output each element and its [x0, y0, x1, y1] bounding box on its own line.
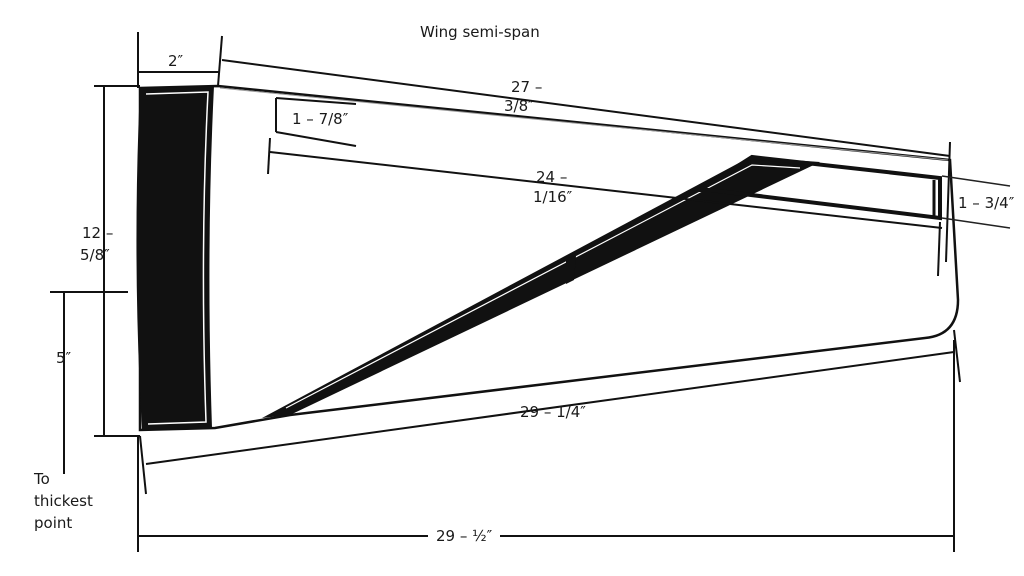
- dim-offset-line-bottom: [275, 131, 357, 147]
- label-thickest: 5″: [56, 349, 72, 367]
- leading-edge-line: [219, 87, 949, 161]
- dim-offset-line-top: [275, 97, 357, 105]
- dim-spar-tick-left: [267, 137, 271, 175]
- dim-te-tick-right: [953, 329, 961, 383]
- label-root-strip-width: 2″: [168, 52, 184, 70]
- root-strip-inner-edge: [145, 91, 209, 425]
- dim-spar-line: [269, 151, 943, 229]
- spar-notch: [566, 256, 576, 284]
- dim-root-strip-tick-right: [217, 35, 223, 87]
- label-le-length-1: 27 –: [511, 78, 542, 96]
- label-te-length: 29 – 1/4″: [520, 403, 586, 421]
- label-thickest-note-3: point: [34, 514, 72, 532]
- dim-le-line: [221, 59, 951, 157]
- dim-te-line: [145, 351, 955, 465]
- dim-le-tick-right: [945, 141, 951, 263]
- wing-outline: [138, 84, 960, 432]
- diagonal-spar: [262, 157, 820, 418]
- label-tip-offset: 1 – 7/8″: [292, 110, 349, 128]
- label-thickest-note-1: To: [33, 470, 50, 488]
- diagram-title: Wing semi-span: [420, 23, 540, 41]
- dim-tip-ext-bottom: [941, 217, 1011, 229]
- label-le-length-2: 3/8″: [504, 97, 534, 115]
- dim-tip-ext-top: [941, 175, 1011, 187]
- tip-spar-box: [693, 154, 942, 221]
- dim-spar-tick-right: [937, 221, 941, 277]
- label-spar-length-2: 1/16″: [533, 188, 573, 206]
- label-root-chord-2: 5/8″: [80, 246, 110, 264]
- root-spar-strip: [136, 86, 214, 430]
- label-thickest-note-2: thickest: [34, 492, 93, 510]
- label-root-chord-1: 12 –: [82, 224, 113, 242]
- diagonal-spar-inner: [285, 164, 801, 409]
- label-spar-length-1: 24 –: [536, 168, 567, 186]
- label-overall-span: 29 – ½″: [436, 527, 493, 545]
- dim-te-tick-left: [139, 435, 147, 495]
- label-tip-chord: 1 – 3/4″: [958, 194, 1015, 212]
